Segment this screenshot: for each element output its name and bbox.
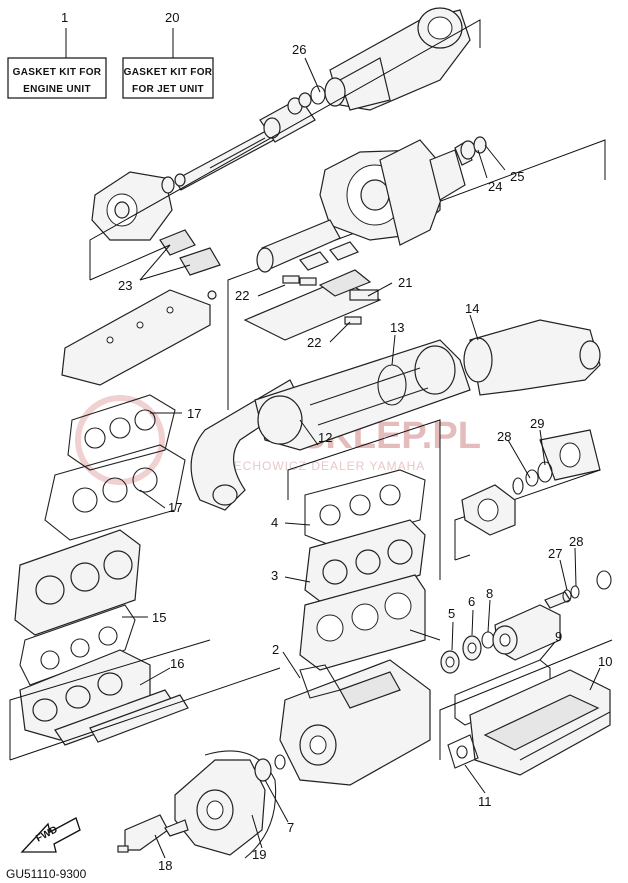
callout-29: 29 bbox=[530, 416, 544, 431]
box-20-line2: FOR JET UNIT bbox=[132, 84, 204, 95]
callout-4: 4 bbox=[271, 515, 278, 530]
callout-17b: 17 bbox=[168, 500, 182, 515]
callout-22b: 22 bbox=[307, 335, 321, 350]
callout-11: 11 bbox=[478, 794, 492, 809]
lower-right-frame bbox=[409, 629, 613, 760]
gasket-kit-engine-box: GASKET KIT FOR ENGINE UNIT 1 bbox=[7, 10, 107, 99]
exhaust-system bbox=[61, 289, 601, 511]
callout-5: 5 bbox=[448, 606, 455, 621]
flywheel-cover-group bbox=[117, 750, 286, 859]
callout-2: 2 bbox=[272, 642, 279, 657]
callout-7: 7 bbox=[287, 820, 294, 835]
bearing-housing bbox=[461, 484, 516, 536]
callout-22a: 22 bbox=[235, 288, 249, 303]
box-1-line2: ENGINE UNIT bbox=[23, 84, 91, 95]
fwd-arrow: FWD bbox=[20, 817, 81, 853]
diagram-code: GU51110-9300 bbox=[6, 867, 87, 881]
box-20-line1: GASKET KIT FOR bbox=[124, 67, 213, 78]
callout-numbers: 26 24 25 23 22 21 22 13 14 17 17 12 28 2… bbox=[118, 42, 612, 873]
callout-24: 24 bbox=[488, 179, 502, 194]
engine-block bbox=[279, 469, 431, 786]
callout-17a: 17 bbox=[187, 406, 201, 421]
callout-26: 26 bbox=[292, 42, 306, 57]
callout-13: 13 bbox=[390, 320, 404, 335]
callout-23: 23 bbox=[118, 278, 132, 293]
callout-3: 3 bbox=[271, 568, 278, 583]
callout-16: 16 bbox=[170, 656, 184, 671]
lower-right-parts bbox=[440, 570, 612, 776]
right-sub-frame bbox=[287, 419, 601, 580]
callout-21: 21 bbox=[398, 275, 412, 290]
callout-18: 18 bbox=[158, 858, 172, 873]
callout-14: 14 bbox=[465, 301, 479, 316]
callout-15: 15 bbox=[152, 610, 166, 625]
callout-12: 12 bbox=[318, 430, 332, 445]
callout-10: 10 bbox=[598, 654, 612, 669]
gasket-kit-jet-box: GASKET KIT FOR FOR JET UNIT 20 bbox=[122, 10, 214, 99]
callout-19: 19 bbox=[252, 847, 266, 862]
callout-6: 6 bbox=[468, 594, 475, 609]
callout-9: 9 bbox=[555, 629, 562, 644]
callout-28b: 28 bbox=[569, 534, 583, 549]
callout-25: 25 bbox=[510, 169, 524, 184]
cylinder-head-gaskets bbox=[14, 394, 189, 746]
watermark-sub: WOJCIECHOWICZ DEALER YAMAHA bbox=[190, 459, 425, 473]
leader-lines bbox=[122, 57, 601, 859]
intermediate-housing bbox=[243, 136, 487, 341]
callout-1: 1 bbox=[61, 10, 68, 25]
callout-27: 27 bbox=[548, 546, 562, 561]
callout-8: 8 bbox=[486, 586, 493, 601]
lower-left-frame bbox=[9, 639, 281, 761]
callout-20: 20 bbox=[165, 10, 179, 25]
box-1-line1: GASKET KIT FOR bbox=[13, 67, 102, 78]
callout-28a: 28 bbox=[497, 429, 511, 444]
